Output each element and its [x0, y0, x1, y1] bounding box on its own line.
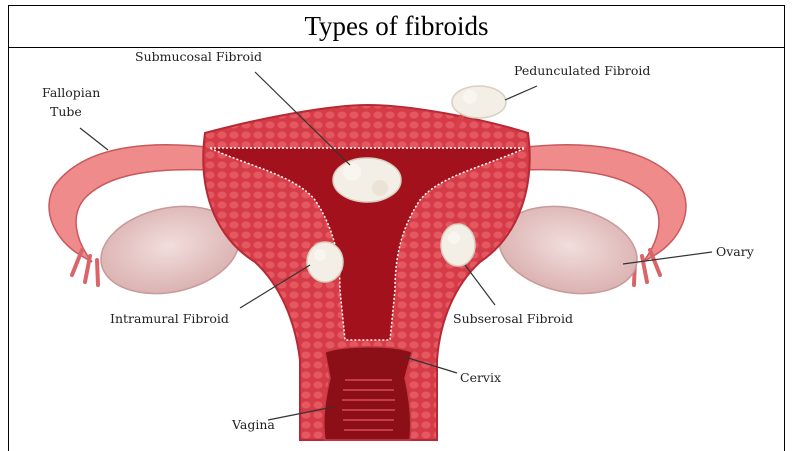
leader-pedunculated	[505, 86, 537, 100]
intramural-fibroid	[307, 242, 343, 282]
submucosal-fibroid	[333, 158, 401, 202]
leader-subserosal	[465, 265, 495, 305]
label-vagina: Vagina	[231, 417, 275, 432]
label-submucosal: Submucosal Fibroid	[135, 49, 262, 64]
label-subserosal: Subserosal Fibroid	[453, 311, 573, 326]
label-intramural: Intramural Fibroid	[110, 311, 229, 326]
label-ovary: Ovary	[716, 244, 755, 259]
label-fallopian-line1: Fallopian	[42, 85, 100, 100]
leader-fallopian	[80, 128, 108, 150]
label-cervix: Cervix	[460, 370, 501, 385]
subserosal-fibroid	[441, 224, 475, 266]
label-fallopian-line2: Tube	[50, 104, 82, 119]
label-pedunculated: Pedunculated Fibroid	[514, 63, 650, 78]
cervical-canal	[324, 347, 412, 440]
